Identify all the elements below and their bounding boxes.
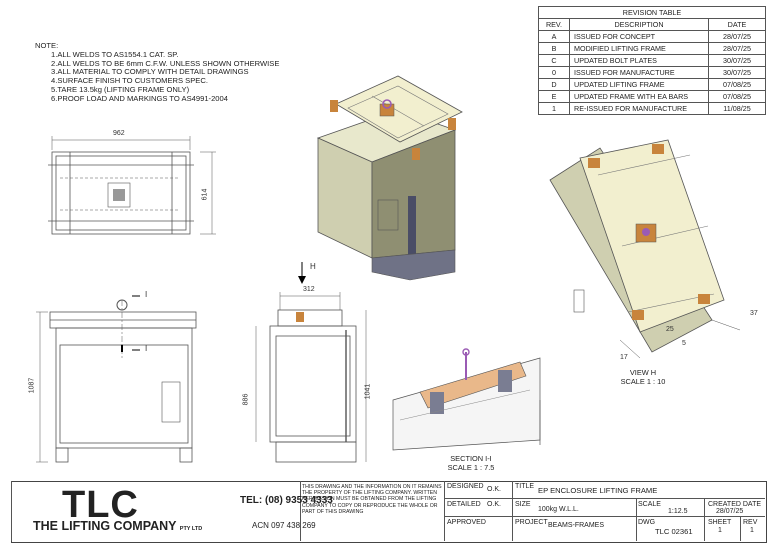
dim-top-height: 614 [201, 188, 209, 201]
title-label: TITLE [515, 483, 535, 490]
notes-block: NOTE: 1.ALL WELDS TO AS1554.1 CAT. SP. 2… [35, 41, 280, 104]
detailed-label: DETAILED [447, 501, 481, 508]
dim-view-h-d: 5 [682, 340, 686, 347]
rev-value: 1 [750, 527, 754, 534]
note-line: 5.TARE 13.5kg (LIFTING FRAME ONLY) [51, 84, 190, 94]
view-marker-h: H [310, 262, 316, 271]
dim-front-height: 1087 [28, 377, 36, 394]
notes-heading: NOTE: [35, 41, 59, 50]
sheet-label: SHEET [708, 519, 732, 526]
company-phone: TEL: (08) 9353 4333 [240, 495, 333, 506]
iso-view [316, 75, 463, 281]
dwg-number: TLC 02361 [655, 527, 693, 536]
designed-label: DESIGNED [447, 483, 484, 490]
created-date-label: CREATED DATE [708, 501, 762, 508]
detailed-value: O.K. [487, 501, 502, 508]
dim-view-h-b: 37 [750, 310, 758, 317]
approved-label: APPROVED [447, 519, 486, 526]
view-h [549, 139, 741, 359]
company-acn: ACN 097 438 269 [252, 521, 316, 530]
note-line: 1.ALL WELDS TO AS1554.1 CAT. SP. [51, 49, 179, 59]
size-value: 100kg W.L.L. [538, 506, 579, 513]
dim-side-height-b: 1041 [364, 383, 372, 400]
revision-header-description: DESCRIPTION [569, 18, 709, 31]
side-view [255, 262, 367, 463]
designed-value: O.K. [487, 486, 502, 493]
copyright-disclaimer: THIS DRAWING AND THE INFORMATION ON IT R… [302, 484, 442, 515]
section-marker-i-bottom: I [145, 344, 148, 353]
dim-side-height-a: 886 [242, 393, 250, 406]
size-label: SIZE [515, 501, 531, 508]
front-view [36, 295, 197, 463]
company-logo-short: TLC [62, 484, 139, 526]
section-marker-i-top: I [145, 290, 148, 299]
dwg-label: DWG [638, 519, 656, 526]
company-logo-long: THE LIFTING COMPANY PTY LTD [33, 519, 203, 533]
view-h-scale: SCALE 1 : 10 [620, 377, 666, 386]
revision-header-date: DATE [708, 18, 766, 31]
revision-table-title: REVISION TABLE [538, 6, 766, 19]
section-scale: SCALE 1 : 7.5 [447, 463, 495, 472]
dim-side-width: 312 [303, 286, 315, 293]
note-line: 2.ALL WELDS TO BE 6mm C.F.W. UNLESS SHOW… [51, 58, 280, 68]
drawing-title: EP ENCLOSURE LIFTING FRAME [538, 486, 658, 495]
rev-label: REV [743, 519, 758, 526]
note-line: 6.PROOF LOAD AND MARKINGS TO AS4991-2004 [51, 93, 228, 103]
section-view [392, 348, 541, 451]
section-label: SECTION I-I [450, 454, 492, 463]
dim-top-width: 962 [113, 130, 125, 137]
project-value: BEAMS-FRAMES [548, 522, 605, 529]
revision-header-rev: REV. [538, 18, 570, 31]
note-line: 3.ALL MATERIAL TO COMPLY WITH DETAIL DRA… [51, 67, 249, 77]
dim-view-h-a: 25 [666, 326, 674, 333]
project-label: PROJECT [515, 519, 548, 526]
scale-value: 1:12.5 [668, 508, 688, 515]
created-date-value: 28/07/25 [716, 508, 744, 515]
dim-view-h-c: 17 [620, 354, 628, 361]
note-line: 4.SURFACE FINISH TO CUSTOMERS SPEC. [51, 76, 208, 86]
scale-label: SCALE [638, 501, 661, 508]
sheet-value: 1 [718, 527, 722, 534]
view-h-label: VIEW H [629, 368, 657, 377]
plan-view [48, 136, 216, 235]
